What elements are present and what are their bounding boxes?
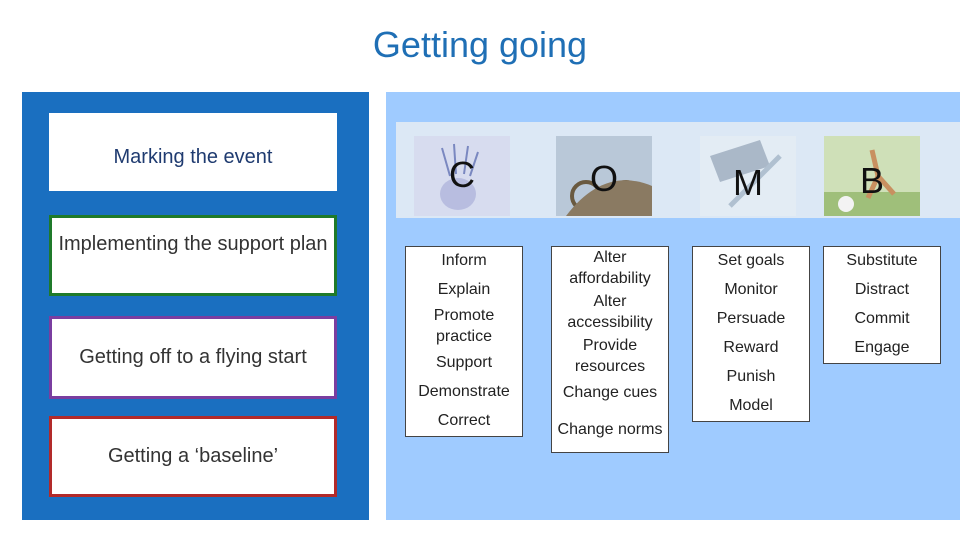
header-o: O [556, 136, 652, 216]
column-m-list: Set goals Monitor Persuade Reward Punish… [692, 246, 810, 422]
header-c: C [414, 136, 510, 216]
list-item: Change cues [562, 384, 658, 402]
header-letter-m: M [733, 162, 763, 203]
column-o-list: Alter affordability Alter accessibility … [551, 246, 669, 453]
list-item: Persuade [716, 310, 786, 328]
list-item: Change norms [557, 420, 663, 438]
stage-label: Getting off to a flying start [79, 346, 307, 368]
header-b: B [824, 136, 920, 216]
page-title: Getting going [372, 24, 588, 65]
stage-baseline: Getting a ‘baseline’ [49, 416, 337, 497]
bulb-head-icon [414, 136, 510, 216]
list-item: Model [729, 397, 773, 415]
list-item: Explain [437, 281, 491, 299]
header-letter-o: O [589, 158, 618, 199]
cyclist-icon [556, 136, 652, 216]
header-letter-c: C [449, 154, 475, 195]
stage-label: Marking the event [113, 146, 273, 168]
list-item: Engage [854, 339, 910, 357]
column-b-list: Substitute Distract Commit Engage [823, 246, 941, 364]
list-item: Commit [854, 310, 910, 328]
list-item: Punish [726, 368, 776, 386]
list-item: Distract [854, 281, 910, 299]
list-item: Substitute [846, 252, 918, 270]
list-item: Provide resources [574, 337, 646, 375]
list-item: Reward [723, 339, 779, 357]
stage-implementing-plan: Implementing the support plan [49, 215, 337, 296]
list-item: Promote practice [433, 307, 495, 345]
stage-label: Getting a ‘baseline’ [107, 445, 279, 467]
football-player-icon [824, 136, 920, 216]
header-m: M [700, 136, 796, 216]
stage-marking-event: Marking the event [49, 113, 337, 191]
list-item: Monitor [724, 281, 778, 299]
column-c-list: Inform Explain Promote practice Support … [405, 246, 523, 437]
stage-label: Implementing the support plan [58, 233, 328, 255]
list-item: Support [435, 354, 493, 372]
list-item: Correct [437, 412, 491, 430]
list-item: Alter affordability [569, 249, 651, 287]
list-item: Inform [441, 252, 487, 270]
list-item: Demonstrate [418, 383, 510, 401]
stage-flying-start: Getting off to a flying start [49, 316, 337, 399]
header-letter-b: B [859, 160, 884, 201]
target-arrow-icon [700, 136, 796, 216]
list-item: Alter accessibility [567, 293, 653, 331]
list-item: Set goals [717, 252, 785, 270]
